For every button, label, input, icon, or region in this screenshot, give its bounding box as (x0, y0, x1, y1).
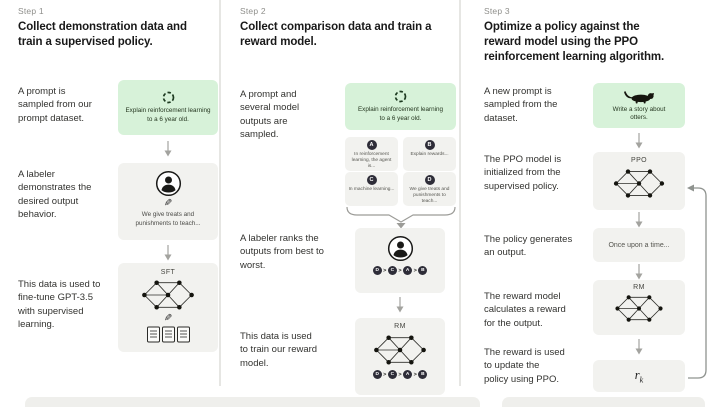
prompt-text: Explain reinforcement learning to a 6 ye… (125, 107, 211, 123)
documents-icon (146, 326, 190, 343)
rm-title: RM (633, 284, 645, 291)
neural-network-icon (615, 295, 663, 322)
step2-labeler-box: D > C > A > B (355, 228, 445, 293)
feedback-loop-arrow-icon (687, 184, 707, 379)
step3-title: Optimize a policy against the reward mod… (484, 21, 665, 64)
output-d-box: D We give treats and punishments to teac… (403, 172, 456, 206)
output-letter-badge: C (366, 175, 377, 185)
step3-reward-box: rk (593, 360, 685, 392)
step3-row1-label: A new prompt is sampled from the dataset… (484, 86, 558, 124)
step1-prompt-box: Explain reinforcement learning to a 6 ye… (118, 80, 218, 135)
rm-title: RM (394, 323, 406, 330)
rank-separator: > (383, 267, 387, 274)
step1-sft-box: SFT ✎ (118, 263, 218, 352)
sft-title: SFT (160, 269, 176, 276)
step1-title: Collect demonstration data and train a s… (18, 21, 187, 49)
cycle-icon (394, 90, 407, 103)
output-c-box: C In machine learning... (345, 172, 398, 206)
step3-label: Step 3 (484, 6, 510, 16)
brace-arrow-icon (346, 206, 456, 229)
ranking-row: D > C > A > B (372, 370, 428, 379)
step2-rm-box: RM D > C > A > B (355, 318, 445, 395)
next-row-preview (502, 397, 705, 407)
step3-row3-label: The policy generates an output. (484, 234, 573, 259)
prompt-text: Explain reinforcement learning to a 6 ye… (357, 106, 444, 122)
rank-badge: A (403, 370, 413, 379)
down-arrow-icon (635, 264, 643, 280)
down-arrow-icon (164, 245, 172, 261)
output-text: We give treats and punishments to teach.… (409, 187, 450, 205)
rank-badge: B (418, 370, 428, 379)
rank-separator: > (398, 267, 402, 274)
labeler-person-icon (387, 235, 413, 262)
neural-network-icon (374, 335, 426, 365)
step3-output-box: Once upon a time... (593, 228, 685, 262)
ranking-row: D > C > A > B (372, 266, 428, 275)
neural-network-icon (613, 169, 665, 198)
step1-label: Step 1 (18, 6, 44, 16)
step2-prompt-box: Explain reinforcement learning to a 6 ye… (345, 83, 456, 130)
rank-badge: D (372, 266, 382, 275)
output-text: Explain rewards... (410, 152, 449, 157)
step3-row5-label: The reward is used to update the policy … (484, 347, 565, 385)
output-letter-badge: D (424, 175, 435, 185)
next-row-preview (25, 397, 480, 407)
output-b-box: B Explain rewards... (403, 137, 456, 171)
output-text: In machine learning... (348, 187, 395, 192)
down-arrow-icon (635, 133, 643, 149)
output-text: In reinforcement learning, the agent is.… (351, 152, 392, 170)
pencil-icon: ✎ (163, 313, 173, 324)
step2-row3-label: This data is used to train our reward mo… (240, 331, 318, 369)
step3-ppo-box: PPO (593, 152, 685, 210)
reward-symbol: rk (634, 367, 644, 385)
step3-prompt-box: Write a story about otters. (593, 83, 685, 128)
step1-row3-label: This data is used to fine-tune GPT-3.5 w… (18, 279, 101, 330)
rank-badge: D (372, 370, 382, 379)
column-divider (459, 0, 461, 386)
rank-separator: > (413, 267, 417, 274)
cycle-icon (162, 91, 174, 104)
down-arrow-icon (635, 339, 643, 355)
output-a-box: A In reinforcement learning, the agent i… (345, 137, 398, 171)
step2-title: Collect comparison data and train a rewa… (240, 21, 432, 49)
rank-badge: B (418, 266, 428, 275)
pencil-icon: ✎ (163, 198, 173, 209)
down-arrow-icon (164, 141, 172, 157)
column-divider (219, 0, 221, 386)
rank-separator: > (413, 371, 417, 378)
otter-icon (624, 90, 654, 104)
step1-row1-label: A prompt is sampled from our prompt data… (18, 86, 92, 124)
ppo-title: PPO (631, 157, 647, 164)
labeler-person-icon (155, 170, 181, 197)
generated-output-text: Once upon a time... (608, 241, 670, 249)
output-letter-badge: B (424, 140, 435, 150)
step2-row1-label: A prompt and several model outputs are s… (240, 89, 300, 140)
neural-network-icon (142, 280, 194, 310)
rank-badge: C (387, 266, 397, 275)
rank-separator: > (383, 371, 387, 378)
step1-row2-label: A labeler demonstrates the desired outpu… (18, 169, 92, 220)
rank-badge: C (387, 370, 397, 379)
down-arrow-icon (635, 212, 643, 228)
rank-badge: A (403, 266, 413, 275)
step3-row4-label: The reward model calculates a reward for… (484, 291, 566, 329)
prompt-text: Write a story about otters. (612, 105, 666, 122)
step2-label: Step 2 (240, 6, 266, 16)
down-arrow-icon (396, 297, 404, 313)
step3-rm-box: RM (593, 280, 685, 335)
step2-row2-label: A labeler ranks the outputs from best to… (240, 233, 324, 271)
demonstration-text: We give treats and punishments to teach.… (135, 211, 201, 227)
rank-separator: > (398, 371, 402, 378)
output-letter-badge: A (366, 140, 377, 150)
step3-row2-label: The PPO model is initialized from the su… (484, 154, 562, 192)
step1-labeler-box: ✎ We give treats and punishments to teac… (118, 163, 218, 240)
